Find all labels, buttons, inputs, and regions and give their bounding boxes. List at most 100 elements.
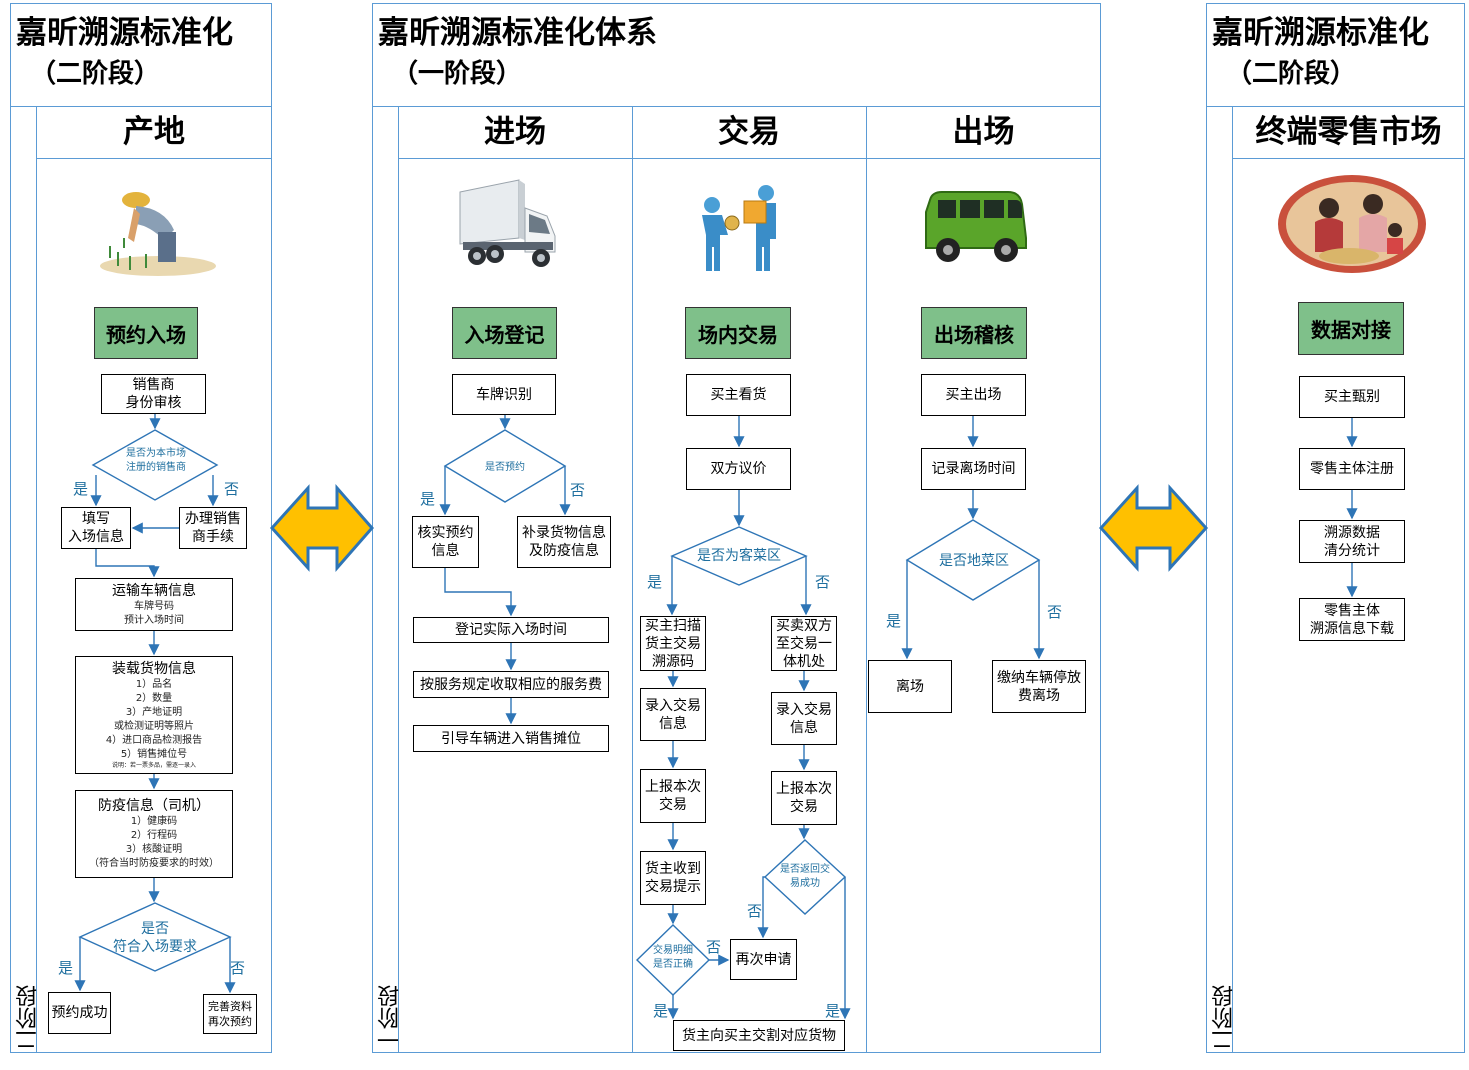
yes-label: 是 — [886, 612, 902, 630]
decision-booked-text: 是否预约 — [485, 461, 525, 473]
box-line: 上报本次 — [645, 779, 701, 795]
box-line: 溯源码 — [652, 653, 694, 670]
box-line: 离场 — [896, 678, 924, 695]
box-line: 预约成功 — [51, 1005, 108, 1021]
panel-title: 嘉昕溯源标准化 — [1212, 15, 1429, 51]
van-icon — [925, 191, 1027, 262]
box-line: 交易 — [790, 799, 818, 815]
trade-stage-label: 场内交易 — [685, 307, 791, 359]
negotiate-box: 双方议价 — [686, 448, 791, 490]
trace-data-stats-box: 溯源数据 清分统计 — [1299, 520, 1405, 563]
register-time-box: 登记实际入场时间 — [413, 617, 609, 643]
box-line: 2）行程码 — [130, 830, 178, 841]
divider — [36, 106, 37, 1053]
report-trade-left-box: 上报本次 交易 — [640, 769, 706, 823]
box-line: 及防疫信息 — [529, 543, 599, 559]
double-arrow-icon — [269, 484, 374, 572]
box-line: （符合当时防疫要求的时效） — [89, 858, 219, 869]
truck-icon — [459, 179, 556, 267]
panel-title: 嘉昕溯源标准化 — [16, 15, 233, 51]
data-link-stage-label: 数据对接 — [1298, 302, 1404, 355]
box-line: 4）进口商品检测报告 — [105, 735, 203, 746]
box-line: 商手续 — [192, 529, 234, 545]
box-line: 1）品名 — [135, 679, 173, 690]
box-line: 零售主体注册 — [1310, 461, 1394, 477]
box-note: 说明：若一票多品，需逐一录入 — [111, 762, 196, 769]
leave-box: 离场 — [868, 660, 952, 713]
report-trade-right-box: 上报本次 交易 — [771, 771, 837, 825]
decision-meets-text: 是否 符合入场要求 — [80, 913, 230, 963]
divider — [398, 106, 399, 1053]
enter-trade-right-box: 录入交易 信息 — [771, 692, 837, 745]
success-box: 预约成功 — [48, 992, 111, 1034]
center-panel-frame — [372, 3, 1101, 1053]
divider — [398, 158, 1101, 159]
decision-line: 注册的销售商 — [126, 462, 186, 473]
entry-stage-label: 入场登记 — [452, 307, 557, 359]
box-line: 买主出场 — [945, 387, 1002, 403]
divider — [632, 106, 633, 1053]
box-line: 体机处 — [783, 653, 825, 670]
plate-recognition-box: 车牌识别 — [452, 374, 556, 415]
vendor-review-box: 销售商 身份审核 — [101, 374, 206, 414]
box-line: 入场信息 — [68, 529, 124, 545]
box-line: 买卖双方 — [776, 617, 832, 634]
box-line: 交易 — [659, 797, 687, 813]
box-line: 货主向买主交割对应货物 — [682, 1027, 836, 1044]
box-line: 溯源信息下载 — [1310, 620, 1394, 637]
box-line: 核实预约 — [417, 525, 474, 541]
box-title: 装载货物信息 — [112, 661, 196, 677]
guide-vehicle-box: 引导车辆进入销售摊位 — [413, 725, 609, 752]
box-line: 零售主体 — [1324, 602, 1380, 619]
box-line: 3）产地证明 — [125, 707, 183, 718]
yes-label: 是 — [73, 480, 89, 498]
box-line: 清分统计 — [1324, 542, 1380, 559]
box-line: 货主交易 — [645, 635, 701, 652]
complete-box: 完善资料 再次预约 — [203, 994, 257, 1034]
box-line: 买主看货 — [710, 387, 767, 403]
box-line: 再次预约 — [208, 1015, 252, 1028]
buyer-identify-box: 买主甄别 — [1299, 376, 1405, 418]
vehicle-info-box: 运输车辆信息 车牌号码 预计入场时间 — [75, 578, 233, 631]
column-header-entry: 进场 — [484, 114, 546, 150]
decision-local-text: 是否地菜区 — [939, 553, 1009, 569]
box-line: 录入交易 — [776, 701, 832, 718]
box-line: 2）数量 — [135, 693, 173, 704]
no-label: 否 — [570, 481, 586, 499]
panel-subtitle: （二阶段） — [1226, 59, 1357, 89]
decision-line: 符合入场要求 — [113, 939, 197, 955]
cargo-info-box: 装载货物信息 1）品名 2）数量 3）产地证明 或检测证明等照片 4）进口商品检… — [75, 656, 233, 774]
box-line: 登记实际入场时间 — [455, 622, 567, 638]
market-icon — [1278, 175, 1426, 273]
decision-registered-text: 是否为本市场 注册的销售商 — [95, 436, 217, 486]
stage-label: 二阶段 — [1212, 985, 1237, 1051]
box-line: 信息 — [790, 719, 818, 736]
box-line: 身份审核 — [125, 395, 182, 411]
buyer-view-box: 买主看货 — [686, 374, 791, 416]
divider — [36, 158, 272, 159]
box-line: 或检测证明等照片 — [114, 721, 194, 732]
box-line: 车牌号码 — [134, 600, 174, 612]
yes-label: 是 — [420, 490, 436, 508]
box-line: 填写 — [82, 511, 110, 527]
box-title: 防疫信息（司机） — [98, 798, 210, 814]
no-label: 否 — [706, 938, 722, 956]
column-header: 产地 — [123, 114, 185, 150]
divider — [1206, 106, 1465, 107]
decision-line: 是否为本市场 — [126, 448, 186, 459]
column-header-exit: 出场 — [952, 114, 1015, 150]
decision-return-text: 是否返回交 易成功 — [770, 860, 840, 894]
pay-parking-box: 缴纳车辆停放 费离场 — [992, 660, 1086, 713]
decision-line: 是否正确 — [653, 959, 693, 970]
decision-customer-text: 是否为客菜区 — [697, 548, 781, 564]
box-line: 至交易一 — [776, 635, 832, 652]
terminal-box: 买卖双方 至交易一 体机处 — [771, 616, 837, 671]
service-fee-box: 按服务规定收取相应的服务费 — [413, 671, 609, 698]
divider — [372, 106, 1101, 107]
box-line: 费离场 — [1018, 687, 1060, 704]
record-time-box: 记录离场时间 — [921, 448, 1026, 490]
panel-subtitle: （一阶段） — [392, 59, 523, 89]
panel-subtitle: （二阶段） — [30, 59, 161, 89]
decision-line: 易成功 — [790, 878, 820, 889]
reapply-box: 再次申请 — [730, 939, 797, 980]
